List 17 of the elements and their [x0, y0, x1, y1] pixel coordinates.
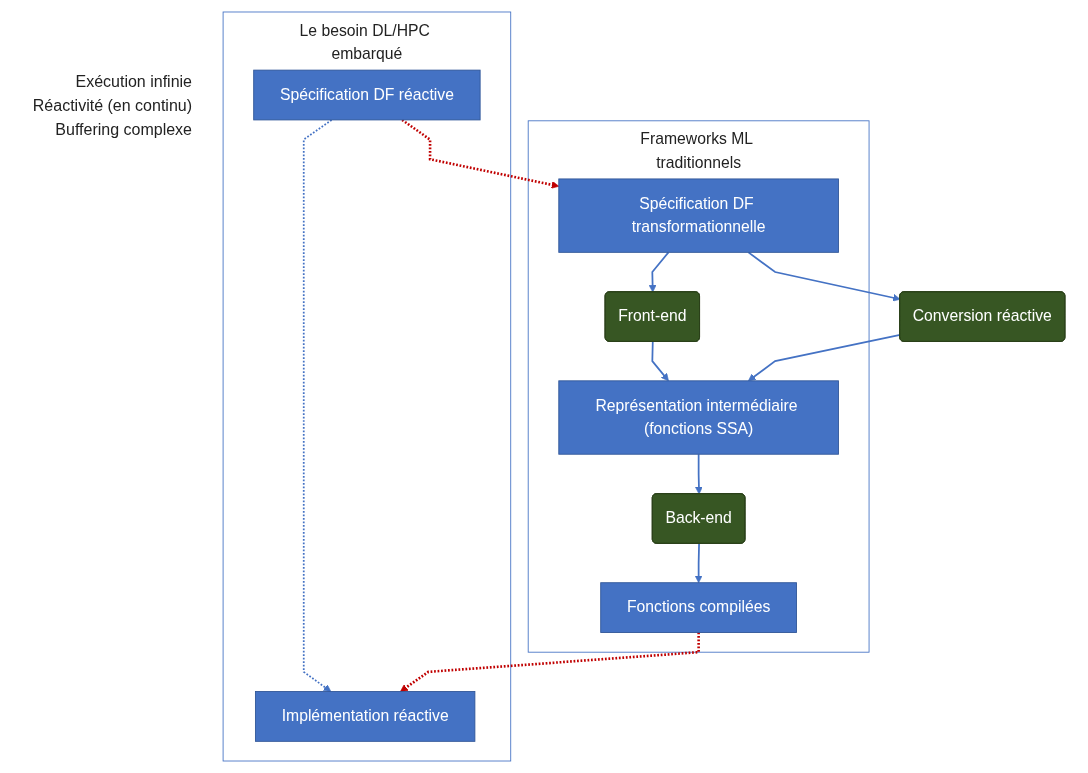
node-box: Fonctions compilées — [600, 582, 797, 633]
node-box: Spécification DF transformationnelle — [558, 178, 839, 253]
arrow — [694, 542, 703, 584]
note-text: Exécution infinie — [74, 72, 192, 92]
arrow — [695, 453, 703, 495]
node-box: Implémentation réactive — [255, 691, 476, 742]
node-box: Spécification DF réactive — [253, 69, 481, 121]
note-text: Réactivité (en continu) — [31, 96, 192, 116]
arrow — [747, 251, 901, 302]
note-text: Buffering complexe — [54, 120, 192, 140]
arrow — [400, 632, 700, 692]
arrow — [401, 118, 560, 189]
arrow — [748, 333, 901, 382]
arrow — [302, 119, 333, 692]
arrow — [648, 251, 670, 293]
arrow — [651, 341, 669, 382]
node-box: Représentation intermédiaire (fonctions SSA) — [558, 380, 839, 455]
